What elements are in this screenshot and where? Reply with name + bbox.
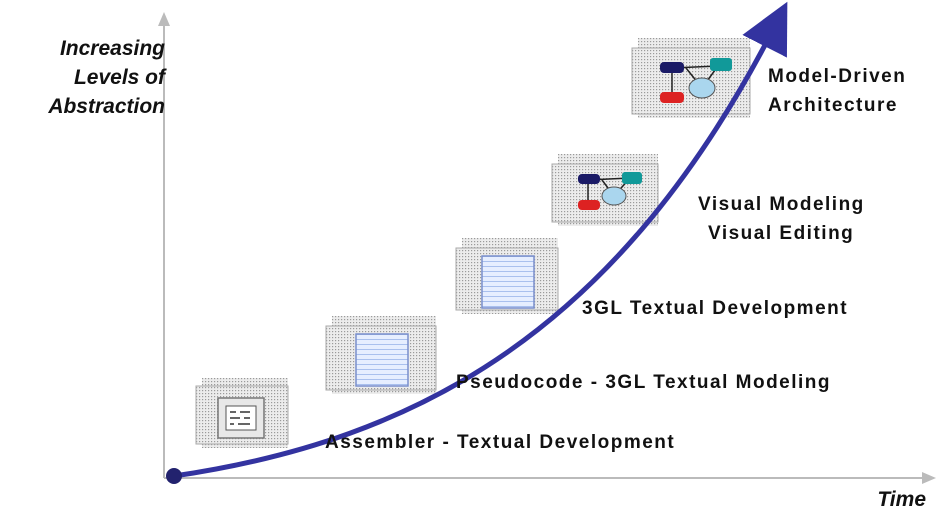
stage-label-pseudocode: Pseudocode - 3GL Textual Modeling xyxy=(456,372,832,393)
stage-label-line: Architecture xyxy=(768,95,898,116)
stage-label-visual-modeling: Visual Modeling Visual Editing xyxy=(698,190,865,248)
x-axis-label: Time xyxy=(877,488,926,511)
stage-label-line: Visual Modeling xyxy=(698,194,865,215)
document-page-icon xyxy=(325,316,437,394)
document-page-icon xyxy=(455,238,559,314)
y-axis xyxy=(158,12,170,478)
x-axis xyxy=(164,472,936,484)
stage-label-line: Visual Editing xyxy=(708,223,855,244)
y-axis-label-line: Levels of xyxy=(73,66,165,89)
abstraction-growth-curve xyxy=(173,1,788,479)
stage-label-line: Model-Driven xyxy=(768,66,907,87)
y-axis-label-line: Increasing xyxy=(59,37,165,60)
stage-label-assembler: Assembler - Textual Development xyxy=(325,432,676,453)
y-axis-label-line: Abstraction xyxy=(48,95,165,118)
assembler-code-icon xyxy=(195,378,289,448)
curve-origin-dot xyxy=(166,468,182,484)
stage-label-model-driven: Model-Driven Architecture xyxy=(768,62,906,120)
stage-label-3gl: 3GL Textual Development xyxy=(582,298,849,319)
y-axis-label: Increasing Levels of Abstraction xyxy=(0,34,165,121)
model-graph-icon xyxy=(551,154,659,226)
